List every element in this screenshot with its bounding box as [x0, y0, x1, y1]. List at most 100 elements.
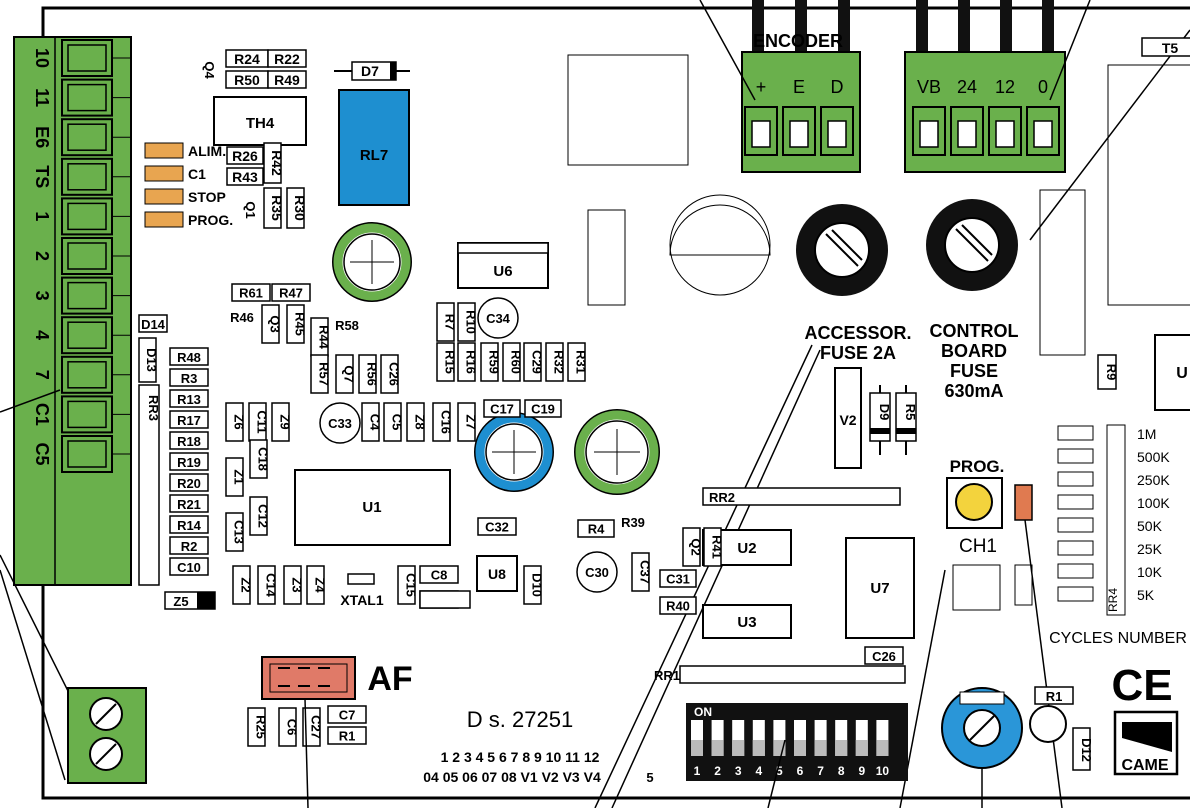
- u6-label: U6: [493, 263, 512, 280]
- af-connector: [261, 656, 356, 700]
- rr1-label: RR1: [654, 668, 680, 683]
- power-pin-label: 24: [957, 77, 977, 97]
- cycles-option-label: 10K: [1137, 564, 1163, 580]
- dip-number-label: 1: [694, 764, 701, 778]
- transistor-label: R58: [335, 318, 359, 333]
- r61-label: C26: [872, 649, 896, 664]
- cycles-slot: [1057, 563, 1094, 579]
- column-resistor-label: R13: [177, 392, 201, 407]
- column-resistor-label: R17: [177, 413, 201, 428]
- column-resistor-label: R2: [181, 539, 198, 554]
- blue-trimmer[interactable]: [941, 687, 1023, 769]
- component-label: C18: [256, 447, 271, 471]
- component-label: Z4: [313, 577, 328, 593]
- component-label: R60: [509, 350, 524, 374]
- ch1-label: CH1: [959, 536, 997, 557]
- t5-label: T5: [1162, 40, 1179, 56]
- u8-label: U8: [488, 566, 506, 582]
- encoder-pin-label: E: [793, 77, 805, 97]
- component-label: Z3: [290, 577, 305, 592]
- rr2-label: RR2: [709, 490, 735, 505]
- dip-number-label: 10: [876, 764, 890, 778]
- component-label: C31: [666, 572, 690, 587]
- dip-number-label: 2: [714, 764, 721, 778]
- column-resistor-label: R21: [177, 497, 201, 512]
- component-label: Z8: [413, 414, 428, 429]
- component-label: C27: [309, 715, 324, 739]
- led-indicator: [144, 165, 184, 182]
- component-label: Z1: [232, 469, 247, 484]
- component-label: C29: [530, 350, 545, 374]
- green-capacitor-1: [332, 222, 412, 302]
- rr3-label: RR3: [146, 395, 161, 421]
- cycles-slot: [1057, 517, 1094, 533]
- z5-label: Z5: [173, 594, 188, 609]
- resistor-group-top: R24 R22 R50 R49 Q4: [202, 49, 307, 89]
- dip-number-label: 8: [838, 764, 845, 778]
- column-resistor-label: R18: [177, 434, 201, 449]
- q4-label: Q4: [202, 61, 217, 79]
- r5-label: R9: [1104, 364, 1119, 381]
- component-label: C19: [531, 402, 555, 417]
- component-label: R56: [365, 362, 380, 386]
- component-label: Q3: [268, 315, 283, 332]
- power-pin-label: VB: [917, 77, 941, 97]
- r24-label: R24: [234, 51, 260, 67]
- cycles-option-label: 50K: [1137, 518, 1163, 534]
- component-label: R4: [588, 522, 605, 537]
- component-label: C16: [439, 410, 454, 434]
- terminal-label: 7: [32, 370, 52, 380]
- r35-label: R35: [269, 195, 285, 221]
- component-label: R7: [443, 314, 458, 331]
- prog-button[interactable]: [955, 483, 993, 521]
- capacitor-label: C33: [328, 416, 352, 431]
- cycles-title: CYCLES NUMBER: [1049, 630, 1187, 647]
- transistor-label: R46: [230, 310, 254, 325]
- terminal-screw: [61, 355, 113, 394]
- terminal-label: C5: [32, 442, 52, 465]
- dip-number-label: 3: [735, 764, 742, 778]
- u-label: U: [1176, 365, 1188, 382]
- accessory-fuse-line1: ACCESSOR.: [804, 323, 911, 343]
- component-label: R41: [710, 535, 725, 559]
- accessory-fuse-holder: [796, 204, 888, 296]
- component-label: R40: [666, 599, 690, 614]
- cycles-slot: [1057, 494, 1094, 510]
- terminal-screw: [61, 78, 113, 117]
- component-label: Q2: [689, 538, 704, 555]
- component-label: C15: [404, 573, 419, 597]
- q1-label: Q1: [243, 201, 258, 218]
- component-label: C8: [431, 568, 448, 583]
- u7-label: U7: [870, 580, 889, 597]
- power-pin-label: 12: [995, 77, 1015, 97]
- component-label: R44: [317, 325, 332, 350]
- cycles-option-label: 25K: [1137, 541, 1163, 557]
- terminal-label: 3: [32, 291, 52, 301]
- ce-logo: CE: [1111, 661, 1172, 710]
- diode-d7: D7: [334, 61, 410, 81]
- terminal-label: 10: [32, 48, 52, 68]
- d14-label: D14: [141, 317, 166, 332]
- terminal-screw: [61, 197, 113, 236]
- terminal-label: 11: [32, 88, 52, 107]
- xtal1-label: XTAL1: [340, 592, 384, 608]
- board-fuse-line2: BOARD: [941, 341, 1007, 361]
- component-label: Z9: [278, 414, 293, 429]
- led-indicator: [144, 211, 184, 228]
- cycles-option-label: 1M: [1137, 426, 1156, 442]
- cycles-option-label: 100K: [1137, 495, 1170, 511]
- component-label: R61: [239, 286, 263, 301]
- component-label: C32: [485, 520, 509, 535]
- component-label: Q7: [342, 365, 357, 382]
- component-label: Z2: [239, 577, 254, 592]
- bottom-numbers-row1: 1 2 3 4 5 6 7 8 9 10 11 12: [441, 749, 600, 765]
- component-label: C7: [339, 708, 356, 723]
- component-label: R15: [443, 350, 458, 374]
- r22-label: R22: [274, 51, 300, 67]
- bottom-left-terminal: [67, 687, 147, 784]
